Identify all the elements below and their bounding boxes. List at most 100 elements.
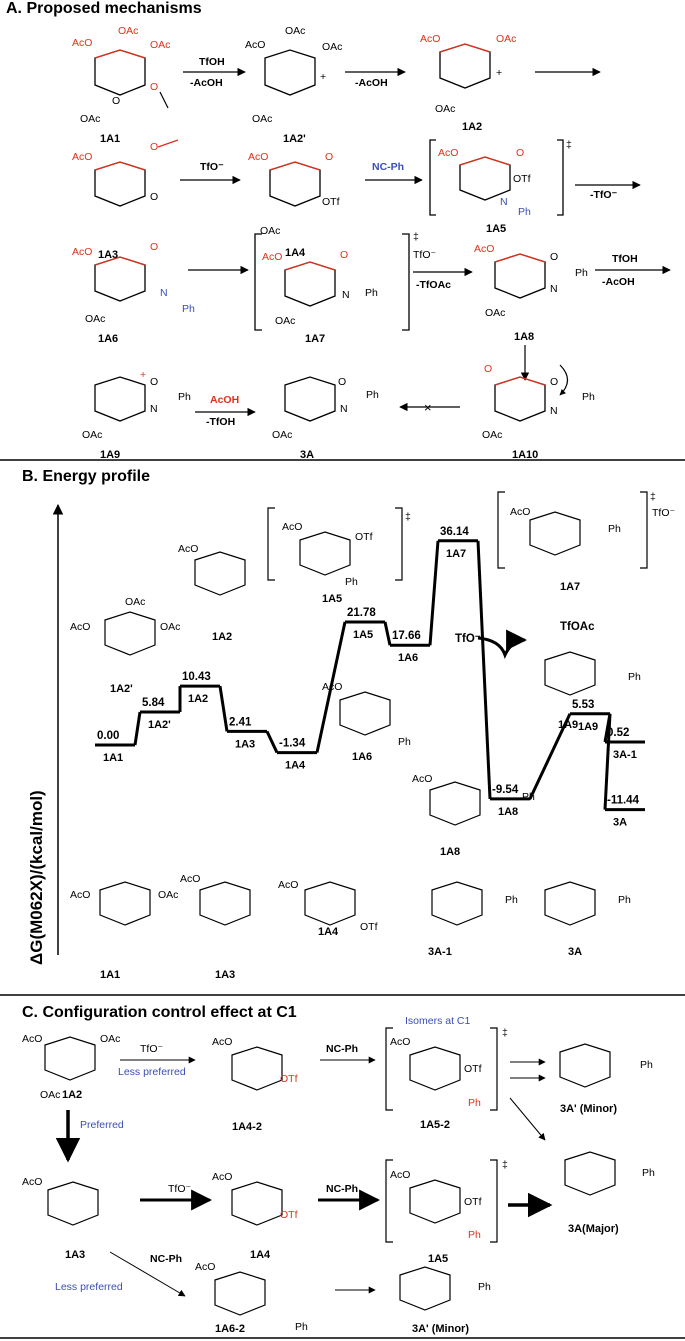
cond-a7-bot: -AcOH [602,276,635,288]
label-1A7: 1A7 [305,333,325,345]
group-oac: OAc [435,103,455,115]
group-oac: OAc [118,25,138,37]
group-aco: AcO [322,681,342,693]
group-ts: ‡ [413,231,419,243]
group-n: N [150,403,158,415]
group-aco: AcO [510,506,530,518]
value-label-1A5: 21.78 [347,607,376,619]
group-ph: Ph [398,736,411,748]
group-ph: Ph [640,1059,653,1071]
group-otf: OTf [355,531,373,543]
molecule-1A3: AcO O O 1A3 [72,139,179,261]
label-c-1A5: 1A5 [428,1253,448,1265]
group-ph: Ph [628,671,641,683]
svg-text:‡: ‡ [650,491,656,503]
label-b-3A-1: 3A-1 [428,946,452,958]
note-preferred: Preferred [80,1119,124,1131]
group-oac: OAc [260,225,280,237]
group-plus: + [320,71,326,83]
group-aco: AcO [70,621,90,633]
label-c-3Ap-minor-1: 3A' (Minor) [560,1103,617,1115]
group-oac: OAc [275,315,295,327]
group-ph: Ph [618,894,631,906]
svg-text:‡: ‡ [502,1159,508,1171]
molecule-1A10: O O N Ph OAc 1A10 [482,363,595,461]
value-label-3A: -11.44 [607,795,640,807]
molecule-1A6: AcO O N Ph OAc 1A6 [72,241,195,345]
tfo-leave-arrow [477,629,528,660]
group-aco: AcO [212,1036,232,1048]
value-label-1A2: 10.43 [182,671,211,683]
cond-a7-top: TfOH [612,253,638,265]
group-ph: Ph [182,303,195,315]
group-oac: OAc [252,113,272,125]
group-aco: AcO [245,39,265,51]
group-aco: AcO [278,879,298,891]
group-o: O [150,241,158,253]
group-aco: AcO [180,873,200,885]
connector-1A2' [133,711,142,746]
panel-c-scheme: AcO OAc OAc 1A2 TfO⁻ Less preferred AcO … [22,1015,655,1335]
label-c-1A5-2: 1A5-2 [420,1119,450,1131]
cond-a3-top: TfO⁻ [200,161,224,173]
group-aco: AcO [22,1033,42,1045]
group-o: O [150,191,158,203]
value-label-1A8: -9.54 [492,784,519,796]
group-aco: AcO [438,147,458,159]
group-aco: AcO [262,251,282,263]
molecule-1A9: + O N Ph OAc 1A9 [82,369,191,461]
group-otf: OTf [280,1073,298,1085]
group-oac: OAc [82,429,102,441]
label-b-1A2p: 1A2' [110,683,133,695]
cond-c-ncph2: NC-Ph [326,1183,358,1195]
level-label-1A2': 1A2' [148,719,171,731]
group-o: O [484,363,492,375]
group-oac: OAc [160,621,180,633]
cond-a2-bot: -AcOH [355,77,388,89]
label-1A2: 1A2 [462,121,482,133]
label-1A10: 1A10 [512,449,538,461]
cond-a1-top: TfOH [199,56,225,68]
value-label-3A-1: 0.52 [607,727,629,739]
label-1A3: 1A3 [98,249,118,261]
group-otf: OTf [322,196,340,208]
group-ph: Ph [522,791,535,803]
value-label-1A1: 0.00 [97,730,119,742]
group-oac: OAc [158,889,178,901]
level-label-1A8: 1A8 [498,806,518,818]
label-1A4: 1A4 [285,247,306,259]
group-ph: Ph [582,391,595,403]
cond-a4-top: NC-Ph [372,161,404,173]
svg-text:‡: ‡ [502,1027,508,1039]
label-b-1A7: 1A7 [560,581,580,593]
value-label-1A6: 17.66 [392,630,421,642]
label-1A5: 1A5 [486,223,506,235]
value-label-1A9: 5.53 [572,699,594,711]
connector-1A6 [383,621,392,646]
group-otf: OTf [280,1209,298,1221]
group-tfo: TfO⁻ [652,507,675,519]
cond-a5-top: -TfO⁻ [590,189,618,201]
label-c-1A6-2: 1A6-2 [215,1323,245,1335]
cond-a6-top: -TfOAc [416,279,451,291]
label-b-3A: 3A [568,946,582,958]
group-ph: Ph [468,1097,481,1109]
group-n: N [550,405,558,417]
group-aco: AcO [474,243,494,255]
group-plus: + [496,67,502,79]
group-aco: AcO [248,151,268,163]
group-oac: OAc [485,307,505,319]
label-1A9: 1A9 [100,449,120,461]
group-aco: AcO [72,151,92,163]
group-tfo: TfO⁻ [413,249,436,261]
cond-a1-bot: -AcOH [190,77,223,89]
label-c-3Ap-minor-2: 3A' (Minor) [412,1323,469,1335]
group-oac: OAc [322,41,342,53]
group-ph: Ph [366,389,379,401]
group-n: N [340,403,348,415]
group-oac: OAc [85,313,105,325]
panel-c-title: C. Configuration control effect at C1 [22,1004,297,1021]
panel-b-structures: ‡ AcO OTf Ph 1A5 ‡ TfO⁻ AcO Ph 1A7 AcO 1… [70,491,675,981]
molecule-1A7: ‡ TfO⁻ AcO O N Ph OAc 1A7 [254,231,436,345]
molecule-1A2: AcO OAc + OAc 1A2 [420,33,516,133]
